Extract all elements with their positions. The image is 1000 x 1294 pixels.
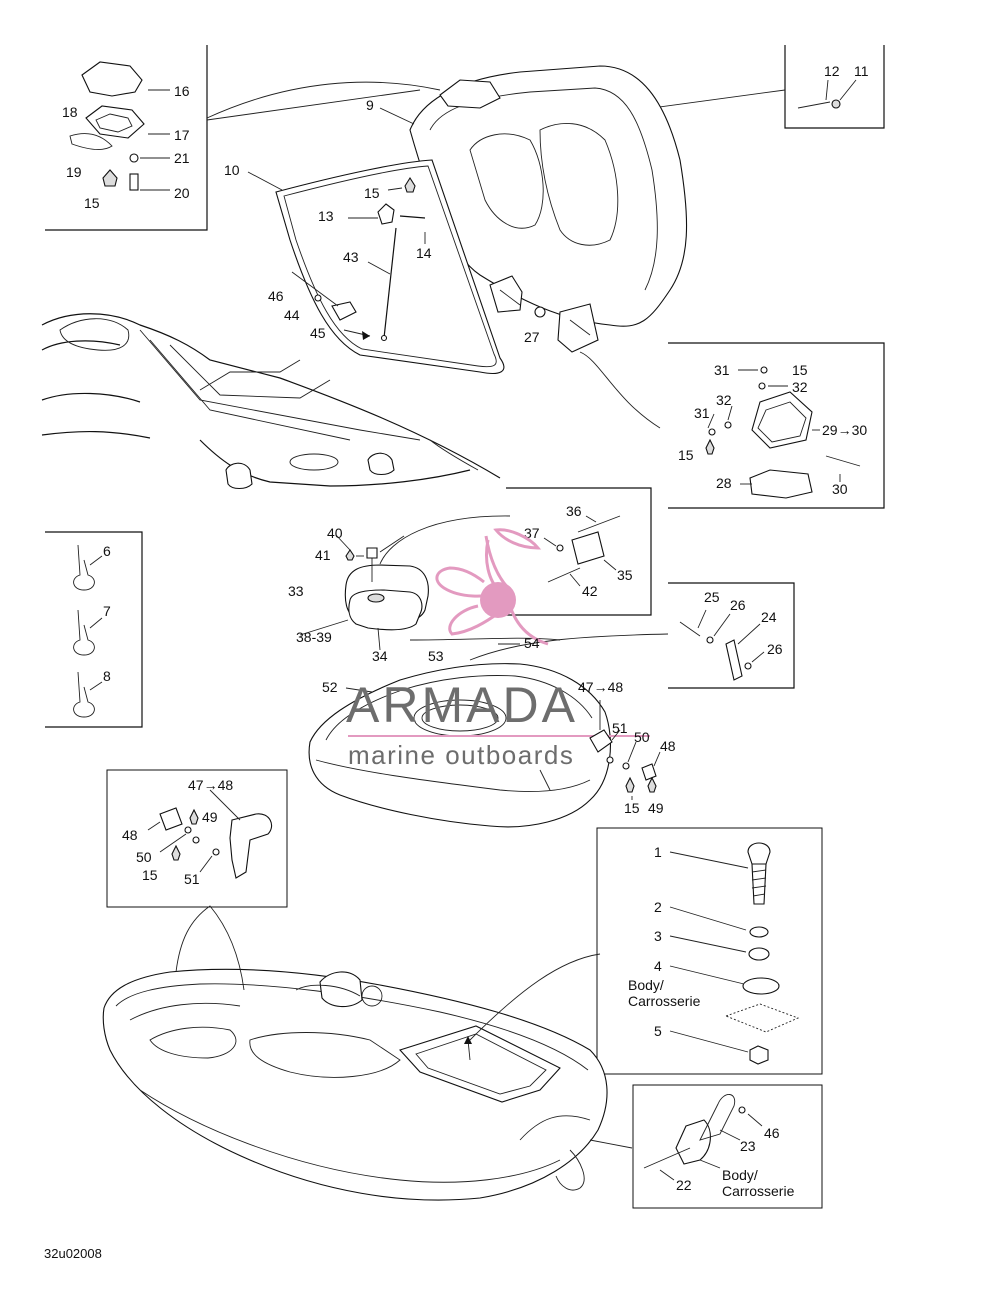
label-23: 23 xyxy=(740,1138,756,1154)
label-22: 22 xyxy=(676,1177,692,1193)
label-32-a: 32 xyxy=(792,379,808,395)
label-28: 28 xyxy=(716,475,732,491)
label-1: 1 xyxy=(654,844,662,860)
label-15-e: 15 xyxy=(624,800,640,816)
label-11: 11 xyxy=(854,63,869,79)
label-42: 42 xyxy=(582,583,598,599)
label-body-a-line1: Body/ xyxy=(628,977,664,993)
label-54: 54 xyxy=(524,635,540,651)
label-38-39: 38-39 xyxy=(296,629,332,645)
label-45: 45 xyxy=(310,325,326,341)
label-20: 20 xyxy=(174,185,190,201)
leader-curve-latch xyxy=(206,81,441,119)
label-16: 16 xyxy=(174,83,190,99)
storage-tub xyxy=(308,633,669,828)
label-46-a: 46 xyxy=(268,288,284,304)
label-34: 34 xyxy=(372,648,388,664)
detail-bumper-fastener xyxy=(596,827,823,1075)
label-9: 9 xyxy=(366,97,374,113)
label-32-b: 32 xyxy=(716,392,732,408)
label-14: 14 xyxy=(416,245,432,261)
label-24: 24 xyxy=(761,609,777,625)
lid-strut-hardware xyxy=(291,176,426,342)
label-47-48-b: 47→48 xyxy=(188,777,233,793)
label-15-f: 15 xyxy=(142,867,158,883)
label-6: 6 xyxy=(103,543,111,559)
detail-hatch-latch xyxy=(506,487,652,616)
detail-latch-assembly xyxy=(45,45,421,231)
watermark-logo-icon xyxy=(435,528,549,646)
label-41: 41 xyxy=(315,547,331,563)
label-18: 18 xyxy=(62,104,78,120)
label-15-a: 15 xyxy=(84,195,100,211)
label-26-a: 26 xyxy=(730,597,746,613)
label-50-a: 50 xyxy=(634,729,650,745)
label-15-c: 15 xyxy=(792,362,808,378)
hatch-cover-assembly xyxy=(299,515,511,651)
label-29-30: 29→30 xyxy=(822,422,867,438)
label-33: 33 xyxy=(288,583,304,599)
label-49-b: 49 xyxy=(202,809,218,825)
label-2: 2 xyxy=(654,899,662,915)
label-body-b-line1: Body/ xyxy=(722,1167,758,1183)
label-7: 7 xyxy=(103,603,111,619)
label-10: 10 xyxy=(224,162,240,178)
label-35: 35 xyxy=(617,567,633,583)
detail-hinge-assembly xyxy=(668,342,885,509)
label-50-b: 50 xyxy=(136,849,152,865)
label-40: 40 xyxy=(327,525,343,541)
label-19: 19 xyxy=(66,164,82,180)
label-5: 5 xyxy=(654,1023,662,1039)
detail-bracket xyxy=(668,582,795,689)
label-36: 36 xyxy=(566,503,582,519)
label-44: 44 xyxy=(284,307,300,323)
label-17: 17 xyxy=(174,127,190,143)
label-13: 13 xyxy=(318,208,334,224)
label-30: 30 xyxy=(832,481,848,497)
label-8: 8 xyxy=(103,668,111,684)
vehicle-deck-top xyxy=(41,313,501,490)
lid-gasket xyxy=(275,159,505,375)
label-15-d: 15 xyxy=(678,447,694,463)
boat-hull-overview xyxy=(102,905,633,1201)
label-53: 53 xyxy=(428,648,444,664)
detail-straps xyxy=(45,531,143,728)
detail-cleat-pin xyxy=(632,1084,823,1209)
label-15-b: 15 xyxy=(364,185,380,201)
label-48-a: 48 xyxy=(660,738,676,754)
label-49-a: 49 xyxy=(648,800,664,816)
part-27 xyxy=(534,306,546,318)
label-4: 4 xyxy=(654,958,662,974)
tub-side-hardware xyxy=(589,700,661,800)
label-43: 43 xyxy=(343,249,359,265)
label-12: 12 xyxy=(824,63,840,79)
label-46-b: 46 xyxy=(764,1125,780,1141)
label-37: 37 xyxy=(524,525,540,541)
footer-code: 32u02008 xyxy=(44,1246,102,1261)
label-31-a: 31 xyxy=(714,362,730,378)
storage-lid xyxy=(409,65,688,429)
label-51-a: 51 xyxy=(612,720,628,736)
watermark-brand: ARMADA xyxy=(346,677,578,733)
label-27: 27 xyxy=(524,329,540,345)
label-52: 52 xyxy=(322,679,338,695)
label-3: 3 xyxy=(654,928,662,944)
label-21: 21 xyxy=(174,150,190,166)
watermark-tagline: marine outboards xyxy=(348,740,574,770)
label-body-b-line2: Carrosserie xyxy=(722,1183,795,1199)
label-51-b: 51 xyxy=(184,871,200,887)
label-26-b: 26 xyxy=(767,641,783,657)
label-48-b: 48 xyxy=(122,827,138,843)
label-body-a-line2: Carrosserie xyxy=(628,993,701,1009)
label-31-b: 31 xyxy=(694,405,710,421)
label-25: 25 xyxy=(704,589,720,605)
label-47-48-a: 47→48 xyxy=(578,679,623,695)
detail-grab-handle xyxy=(106,769,288,908)
